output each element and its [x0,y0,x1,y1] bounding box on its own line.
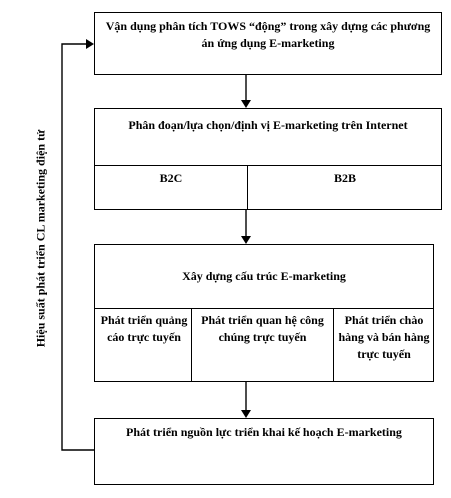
divider-sub-1 [191,308,193,382]
box-structure [94,244,434,382]
sub-public-relations: Phát triển quan hệ công chúng trực tuyến [201,313,324,344]
divider-segmentation [94,165,442,167]
box-segmentation [94,108,442,210]
segmentation-title: Phân đoạn/lựa chọn/định vị E-marketing t… [128,118,408,132]
segment-b2c-label: B2C [159,171,183,185]
sub-advertising: Phát triển quảng cáo trực tuyến [100,313,188,344]
divider-structure [94,308,434,310]
arrow-head-feedback [86,39,94,49]
arrow-head-3 [241,410,251,418]
feedback-loop-line [61,43,94,451]
box-tows-analysis-text: Vận dụng phân tích TOWS “động” trong xây… [105,19,431,50]
divider-b2c-b2b [247,165,249,210]
segment-b2b-label: B2B [333,171,356,185]
arrow-head-1 [241,100,251,108]
sub-sales: Phát triển chào hàng và bán hàng trực tu… [338,313,430,361]
box-resources [94,418,434,485]
feedback-label: Hiệu suất phát triển CL marketing điện t… [33,129,48,348]
arrow-head-2 [241,236,251,244]
structure-title: Xây dựng cấu trúc E-marketing [182,269,346,283]
divider-sub-2 [333,308,335,382]
box-tows-analysis [94,12,442,75]
resources-text: Phát triển nguồn lực triển khai kế hoạch… [126,425,402,439]
